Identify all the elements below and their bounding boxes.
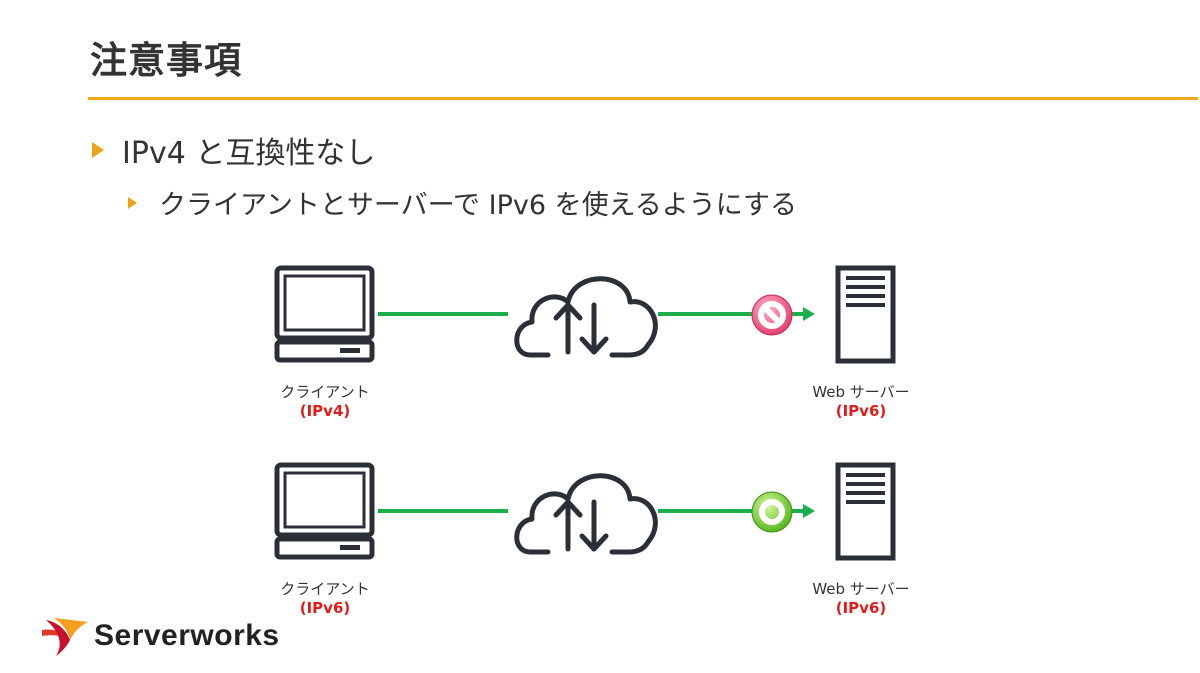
diagram-row-1 — [274, 265, 896, 364]
web-server-icon — [835, 462, 896, 561]
diagram-row-2 — [274, 462, 896, 561]
bullet-level-1: IPv4 と互換性なし — [92, 128, 375, 172]
bullet-triangle-icon — [92, 142, 104, 158]
logo-text: Serverworks — [94, 619, 280, 652]
bullet-text: クライアントとサーバーで IPv6 を使えるようにする — [159, 190, 798, 221]
client-caption: クライアント (IPv4) — [245, 383, 405, 421]
prohibited-icon — [751, 294, 793, 336]
server-label: Web サーバー — [812, 580, 910, 598]
client-label: クライアント — [280, 383, 370, 401]
server-caption: Web サーバー (IPv6) — [781, 383, 941, 421]
bullet-triangle-icon — [128, 196, 137, 209]
title-divider — [88, 97, 1198, 100]
bullet-text: IPv4 と互換性なし — [122, 136, 376, 171]
ok-circle-icon — [751, 491, 793, 533]
server-protocol: (IPv6) — [835, 402, 887, 420]
arrow-head-icon — [803, 307, 815, 321]
arrow-head-icon — [803, 504, 815, 518]
swoosh-logo-icon — [42, 618, 88, 656]
cloud-transfer-icon — [514, 276, 658, 358]
client-label: クライアント — [280, 580, 370, 598]
web-server-icon — [835, 265, 896, 364]
client-computer-icon — [274, 265, 375, 363]
company-logo: Serverworks — [40, 616, 280, 656]
server-protocol: (IPv6) — [835, 599, 887, 617]
server-label: Web サーバー — [812, 383, 910, 401]
slide-title: 注意事項 — [90, 39, 242, 82]
server-caption: Web サーバー (IPv6) — [781, 580, 941, 618]
client-computer-icon — [274, 462, 375, 560]
client-protocol: (IPv4) — [299, 402, 351, 420]
client-protocol: (IPv6) — [299, 599, 351, 617]
cloud-transfer-icon — [514, 473, 658, 555]
client-caption: クライアント (IPv6) — [245, 580, 405, 618]
bullet-level-2: クライアントとサーバーで IPv6 を使えるようにする — [128, 183, 797, 222]
